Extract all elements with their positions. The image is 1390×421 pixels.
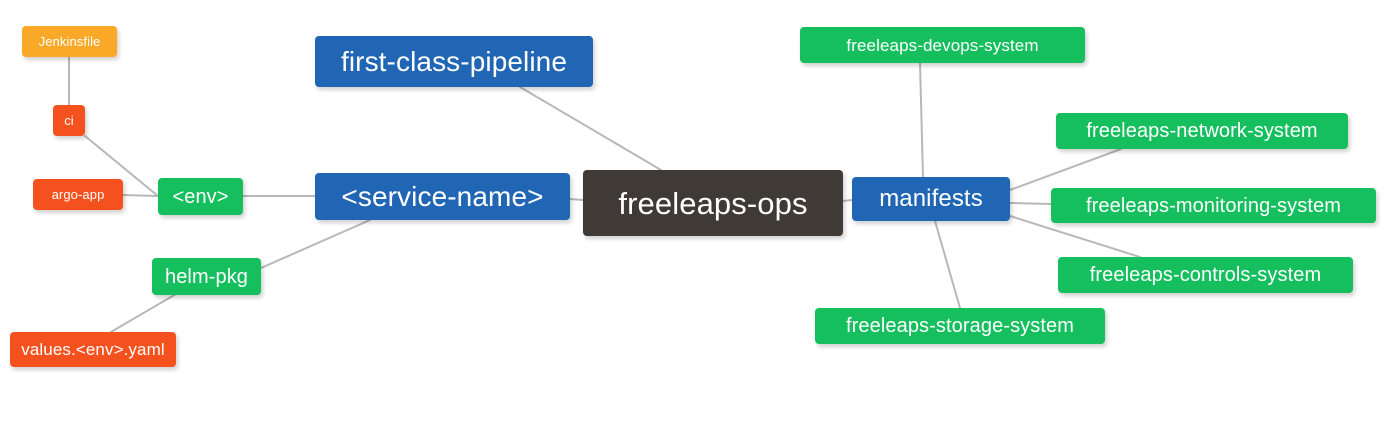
mindmap-node-label-jenkinsfile: Jenkinsfile [38, 34, 101, 49]
mindmap-node-label-freeleaps-ops: freeleaps-ops [618, 185, 808, 221]
mindmap-node-label-monitoring-system: freeleaps-monitoring-system [1085, 194, 1341, 217]
mindmap-node-freeleaps-ops[interactable]: freeleaps-ops [583, 170, 843, 236]
mindmap-node-label-helm-pkg: helm-pkg [164, 265, 249, 288]
mindmap-edge-service-name-to-freeleaps-ops [569, 198, 584, 201]
mindmap-node-controls-system[interactable]: freeleaps-controls-system [1058, 257, 1353, 293]
mindmap-node-network-system[interactable]: freeleaps-network-system [1056, 113, 1348, 149]
mindmap-node-jenkinsfile[interactable]: Jenkinsfile [22, 26, 117, 57]
mindmap-node-label-argo-app: argo-app [51, 187, 105, 202]
mindmap-edge-helm-pkg-to-values-yaml [110, 293, 177, 333]
mindmap-node-label-storage-system: freeleaps-storage-system [845, 315, 1075, 337]
mindmap-edge-argo-app-to-env [122, 194, 159, 197]
mindmap-node-ci[interactable]: ci [53, 105, 85, 136]
mindmap-node-label-devops-system: freeleaps-devops-system [846, 35, 1039, 55]
mindmap-node-label-service-name: <service-name> [341, 180, 544, 212]
mindmap-node-storage-system[interactable]: freeleaps-storage-system [815, 308, 1105, 344]
mindmap-node-monitoring-system[interactable]: freeleaps-monitoring-system [1051, 188, 1376, 223]
mindmap-node-manifests[interactable]: manifests [852, 177, 1010, 221]
mindmap-node-label-first-class-pipeline: first-class-pipeline [340, 45, 568, 77]
mindmap-edge-manifests-to-monitoring-system [1009, 202, 1052, 205]
mindmap-node-argo-app[interactable]: argo-app [33, 179, 123, 210]
mindmap-node-first-class-pipeline[interactable]: first-class-pipeline [315, 36, 593, 87]
mindmap-edge-manifests-to-storage-system [934, 220, 961, 309]
mindmap-edge-first-class-pipeline-to-freeleaps-ops [519, 86, 662, 171]
mindmap-edge-manifests-to-devops-system [919, 62, 924, 178]
mindmap-node-values-yaml[interactable]: values.<env>.yaml [10, 332, 176, 367]
mindmap-node-label-manifests: manifests [879, 185, 983, 212]
mindmap-edge-freeleaps-ops-to-manifests [842, 199, 853, 202]
mindmap-node-service-name[interactable]: <service-name> [315, 173, 570, 220]
mindmap-node-label-env: <env> [172, 185, 229, 208]
mindmap-node-label-network-system: freeleaps-network-system [1086, 120, 1318, 142]
mindmap-node-label-ci: ci [64, 113, 74, 128]
mindmap-node-label-controls-system: freeleaps-controls-system [1089, 264, 1322, 286]
mindmap-edge-service-name-to-helm-pkg [260, 219, 371, 269]
mindmap-node-helm-pkg[interactable]: helm-pkg [152, 258, 261, 295]
mindmap-node-label-values-yaml: values.<env>.yaml [21, 340, 165, 359]
mindmap-edge-manifests-to-network-system [1009, 148, 1122, 191]
mindmap-node-env[interactable]: <env> [158, 178, 243, 215]
mindmap-node-devops-system[interactable]: freeleaps-devops-system [800, 27, 1085, 63]
